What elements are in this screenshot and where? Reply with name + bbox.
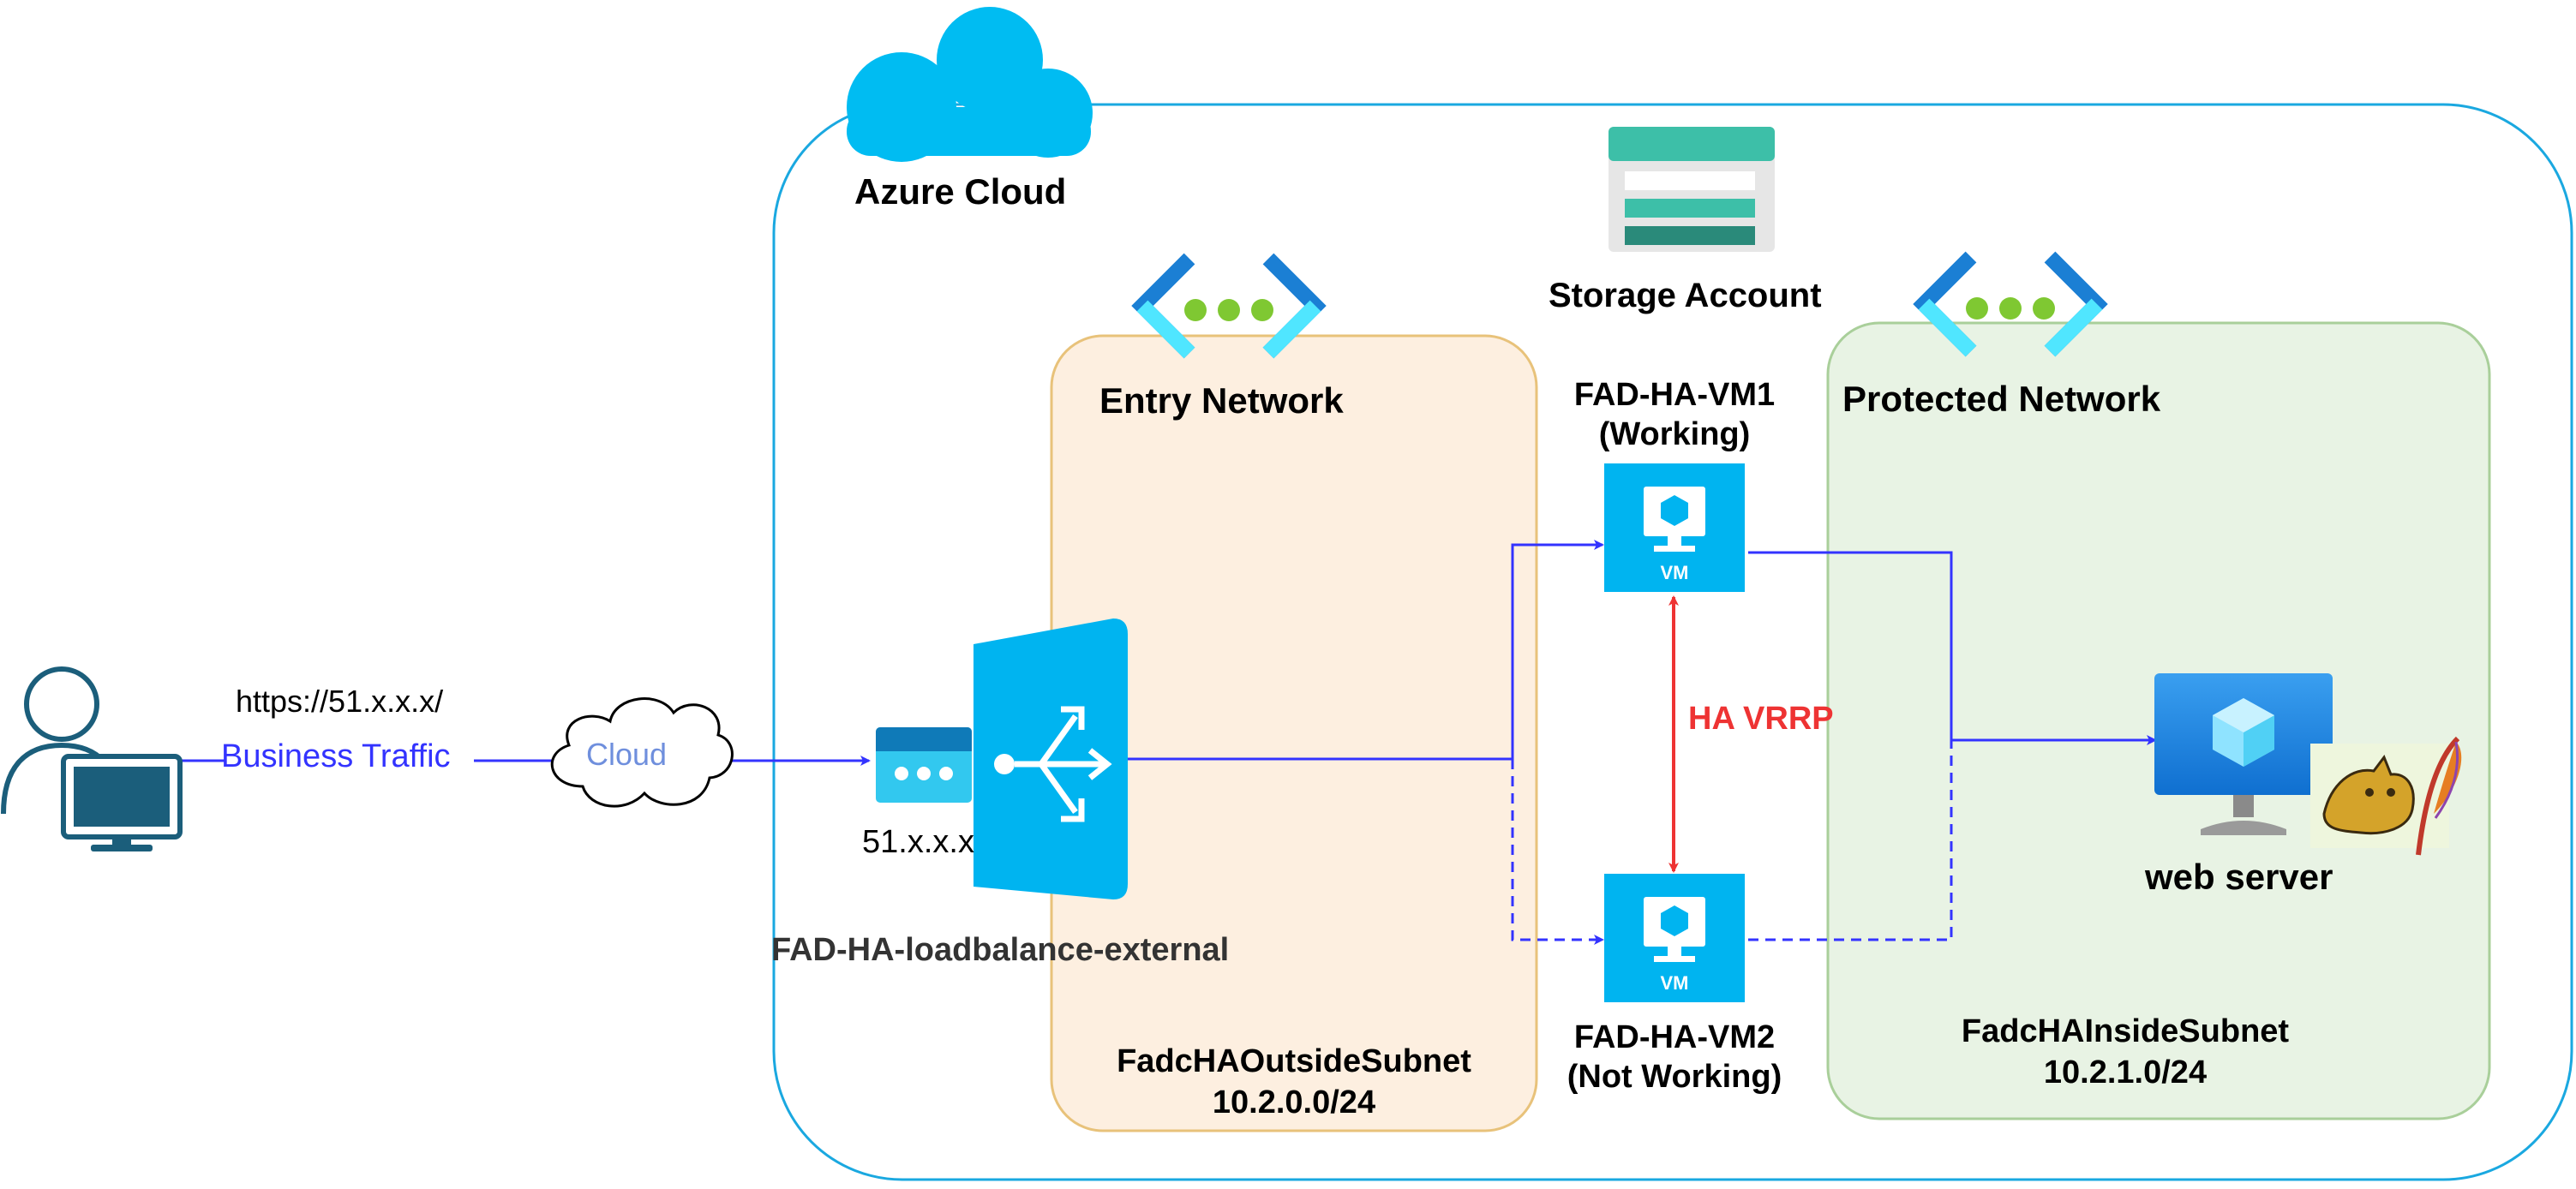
- vm1-state: (Working): [1598, 416, 1751, 452]
- inside-subnet-name: FadcHAInsideSubnet: [1961, 1013, 2290, 1049]
- vm-icon: [1604, 874, 1745, 1002]
- virtual-network-icon: [1131, 253, 1327, 359]
- lb-to-vm2-dashed-arrow: [1511, 759, 1604, 945]
- public-ip-icon: [876, 727, 972, 803]
- azure-cloud-boundary: [772, 103, 2573, 1181]
- storage-account-icon: [1609, 127, 1775, 252]
- protected-network-label: Protected Network: [1842, 379, 2161, 419]
- business-traffic-label: Business Traffic: [221, 738, 451, 774]
- entry-network-label: Entry Network: [1099, 380, 1344, 421]
- vm1-to-webserver-arrow: [1748, 551, 2157, 745]
- lb-to-vm1-arrow: [1511, 540, 1604, 759]
- inside-subnet-label: FadcHAInsideSubnet 10.2.1.0/24: [1911, 1011, 2339, 1093]
- ha-vrrp-label: HA VRRP: [1688, 701, 1834, 737]
- vm2-label: FAD-HA-VM2 (Not Working): [1546, 1018, 1803, 1096]
- vm2-state: (Not Working): [1567, 1059, 1782, 1095]
- azure-cloud-label: Azure Cloud: [854, 171, 1067, 212]
- tomcat-apache-icon: [2310, 736, 2462, 856]
- web-server-vm-icon: [2154, 673, 2333, 835]
- storage-account-label: Storage Account: [1549, 277, 1822, 314]
- url-label: https://51.x.x.x/: [236, 684, 444, 719]
- inside-subnet-cidr: 10.2.1.0/24: [2043, 1055, 2208, 1090]
- azure-cloud-icon: [847, 7, 1093, 162]
- load-balancer-icon: [973, 618, 1128, 899]
- load-balancer-label: FAD-HA-loadbalance-external: [771, 932, 1230, 968]
- web-server-label: web server: [2145, 857, 2333, 897]
- internet-cloud-label: Cloud: [586, 737, 668, 772]
- vm-icon: [1604, 463, 1745, 592]
- outside-subnet-cidr: 10.2.0.0/24: [1212, 1084, 1376, 1120]
- vm1-name: FAD-HA-VM1: [1573, 377, 1776, 413]
- outside-subnet-name: FadcHAOutsideSubnet: [1117, 1043, 1471, 1079]
- vm1-badge: VM: [1660, 562, 1689, 583]
- public-ip-label: 51.x.x.x: [862, 824, 974, 860]
- internet-cloud-icon: [550, 697, 734, 808]
- outside-subnet-label: FadcHAOutsideSubnet 10.2.0.0/24: [1080, 1041, 1508, 1123]
- user-computer-icon: [1, 666, 183, 851]
- vm2-name: FAD-HA-VM2: [1573, 1019, 1776, 1055]
- vm2-badge: VM: [1660, 972, 1689, 994]
- vm1-label: FAD-HA-VM1 (Working): [1546, 375, 1803, 454]
- virtual-network-icon: [1913, 251, 2108, 357]
